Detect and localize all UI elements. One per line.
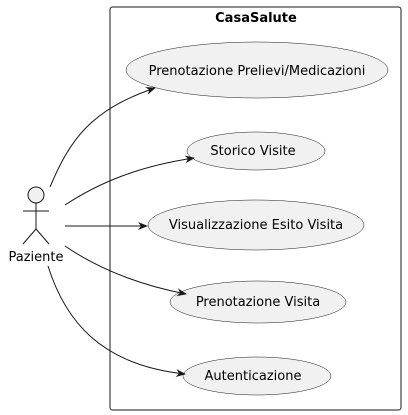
actor-paziente: Paziente [9, 186, 64, 265]
use-case-label: Prenotazione Visita [196, 295, 320, 310]
use-case-ellipse [147, 199, 365, 251]
use-case-label: Prenotazione Prelievi/Medicazioni [149, 64, 366, 79]
use-case-ellipse [186, 131, 326, 171]
use-case-ellipse [125, 41, 389, 99]
association-arrow [64, 155, 195, 206]
association-arrow [47, 265, 186, 378]
use-case-autenticazione: Autenticazione [182, 356, 332, 396]
association-arrow [64, 245, 187, 297]
use-case-label: Visualizzazione Esito Visita [169, 218, 343, 233]
use-case-prenotazione-visita: Prenotazione Visita [169, 280, 347, 324]
actor-head [27, 186, 45, 204]
use-case-prenotazione-prelievi: Prenotazione Prelievi/Medicazioni [125, 41, 389, 99]
use-case-label: Autenticazione [205, 369, 302, 384]
association-arrow [49, 87, 156, 188]
actor-left-leg [22, 228, 37, 245]
use-case-storico-visite: Storico Visite [186, 131, 326, 171]
actor-right-leg [35, 228, 50, 245]
system-title: CasaSalute [215, 11, 297, 26]
actor-label: Paziente [9, 250, 64, 265]
use-case-ellipse [169, 280, 347, 324]
use-case-visualizzazione-esito: Visualizzazione Esito Visita [147, 199, 365, 251]
use-case-label: Storico Visite [210, 144, 295, 159]
